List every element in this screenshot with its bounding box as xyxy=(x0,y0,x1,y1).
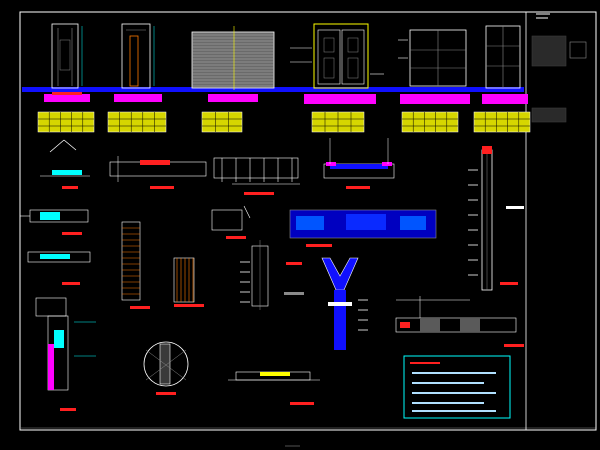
schedule-table-body xyxy=(401,111,459,133)
cad-rect xyxy=(40,254,70,259)
schedule-tables xyxy=(37,111,531,133)
cad-rect xyxy=(48,344,54,390)
notes-text-line xyxy=(412,372,496,374)
arch-line xyxy=(63,139,77,151)
double-door-frame xyxy=(313,23,369,89)
cad-rect xyxy=(420,318,440,332)
cad-rect xyxy=(260,372,290,376)
notes-text-line xyxy=(412,402,484,404)
label-bar xyxy=(174,304,204,307)
fence-section xyxy=(213,157,299,179)
door-2-leaf xyxy=(129,35,139,87)
door-1-panel xyxy=(59,39,71,71)
title-block-strip xyxy=(525,11,597,431)
title-logo-box-small xyxy=(569,41,587,59)
notes-heading-bar xyxy=(410,362,440,364)
cad-rect xyxy=(400,322,410,328)
frame-head xyxy=(35,297,67,317)
label-bar xyxy=(346,186,370,189)
label-bar xyxy=(62,186,78,189)
window-2-foundation xyxy=(482,94,528,104)
cad-rect xyxy=(296,216,324,230)
threshold-detail xyxy=(27,251,91,263)
schedule-table-3 xyxy=(201,111,243,133)
rolling-shutter-body xyxy=(191,31,275,89)
door-1-foundation xyxy=(44,94,90,102)
schedule-table-5 xyxy=(401,111,459,133)
brick-column xyxy=(121,221,141,301)
label-bar xyxy=(306,244,332,247)
label-bar xyxy=(244,192,274,195)
cad-rect xyxy=(323,37,335,53)
label-bar xyxy=(226,236,246,239)
schedule-table-4 xyxy=(311,111,365,133)
schedule-table-body xyxy=(201,111,243,133)
cad-rect xyxy=(140,160,170,165)
arch-line xyxy=(49,139,65,153)
cad-rect xyxy=(326,162,336,166)
cad-rect xyxy=(382,162,392,166)
label-bar xyxy=(62,282,80,285)
notes-frame xyxy=(403,355,511,419)
lintel-section xyxy=(395,317,517,333)
double-door-leaf-left xyxy=(317,29,341,85)
hook-detail xyxy=(211,209,243,231)
cad-rect xyxy=(54,330,64,348)
elevation-views xyxy=(22,23,528,104)
title-strip-frame xyxy=(525,11,597,431)
notes-text-line xyxy=(412,382,484,384)
label-bar xyxy=(150,186,174,189)
label-bar xyxy=(62,232,82,235)
door-2-frame xyxy=(121,23,151,89)
notes-box xyxy=(403,355,511,419)
cad-rect xyxy=(346,214,386,230)
downpipe xyxy=(334,290,346,350)
cad-rect xyxy=(400,216,426,230)
gutter-section xyxy=(321,257,359,291)
double-door-foundation xyxy=(304,94,376,104)
label-bar xyxy=(60,408,76,411)
cad-rect xyxy=(460,318,480,332)
cad-rect xyxy=(347,57,359,79)
label-bar xyxy=(500,282,518,285)
window-1-foundation xyxy=(400,94,470,104)
schedule-table-body xyxy=(473,111,531,133)
cad-rect xyxy=(323,57,335,79)
shutter-foundation xyxy=(208,94,258,102)
schedule-table-body xyxy=(37,111,95,133)
door-1-sill xyxy=(52,92,82,95)
cad-rect xyxy=(40,212,60,220)
label-bar xyxy=(284,292,304,295)
double-door-leaf-right xyxy=(341,29,365,85)
label-bar xyxy=(504,344,524,347)
detail-sections xyxy=(20,138,524,411)
label-bar xyxy=(290,402,314,405)
schedule-table-2 xyxy=(107,111,167,133)
timber-post xyxy=(173,257,195,303)
door-1-frame xyxy=(51,23,79,89)
notes-text-line xyxy=(412,410,496,412)
schedule-table-1 xyxy=(37,111,95,133)
cad-rect xyxy=(482,146,492,154)
title-block-cell xyxy=(531,107,567,123)
cad-rect xyxy=(328,302,352,306)
label-bar xyxy=(156,392,176,395)
door-2-foundation xyxy=(114,94,162,102)
circular-detail xyxy=(143,341,189,387)
sill-cyan xyxy=(52,170,82,175)
title-logo-box xyxy=(531,35,567,67)
schedule-table-6 xyxy=(473,111,531,133)
cad-rect xyxy=(330,164,388,169)
notes-text-line xyxy=(412,392,496,394)
label-bar xyxy=(506,206,524,209)
cad-line xyxy=(145,349,187,381)
ground-line xyxy=(22,87,524,92)
label-bar xyxy=(286,262,302,265)
cad-rect xyxy=(347,37,359,53)
cad-line xyxy=(243,205,251,219)
label-bar xyxy=(130,306,150,309)
schedule-table-body xyxy=(107,111,167,133)
